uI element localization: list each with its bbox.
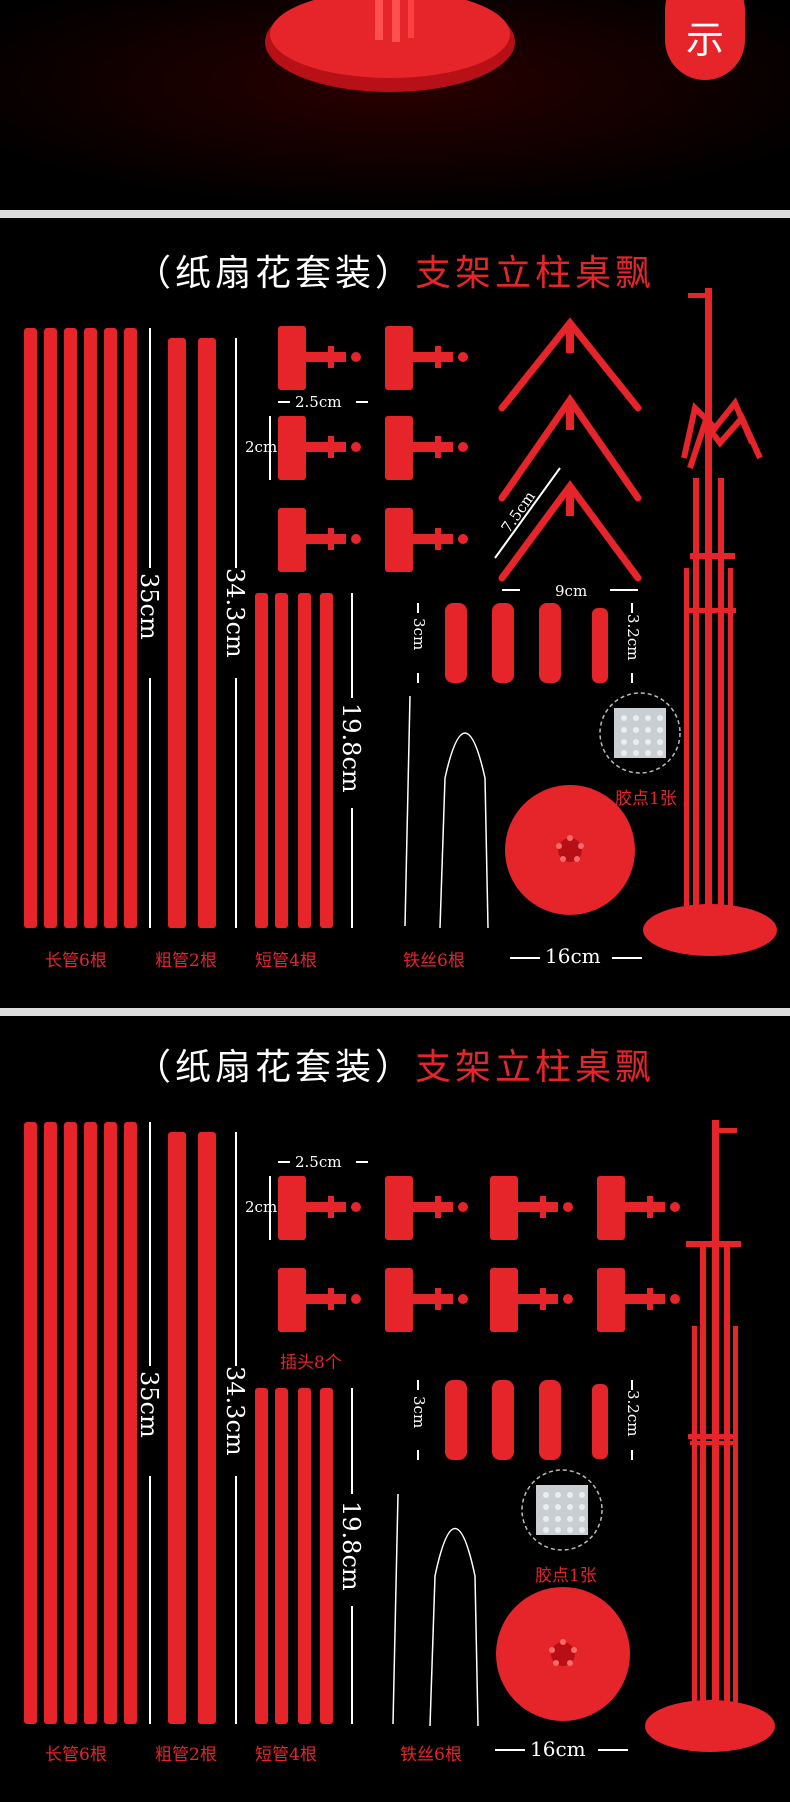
base-dim: 16cm: [545, 944, 601, 968]
top-photo-strip: 示: [0, 0, 790, 210]
plugs-label: 插头8个: [280, 1353, 342, 1373]
short-tube: [320, 593, 333, 928]
stand-base-photo: [0, 0, 790, 210]
panel-1-title: （纸扇花套装）支架立柱桌飘: [134, 253, 656, 294]
wire-label: 铁丝6根: [403, 951, 465, 971]
connector-dim-a: 3cm: [410, 1396, 428, 1429]
connector-dim-b: 3.2cm: [624, 614, 642, 661]
panel-2-title: （纸扇花套装）支架立柱桌飘: [134, 1047, 656, 1088]
connector-dim-a: 3cm: [410, 618, 428, 651]
long-tube: [104, 328, 117, 928]
panel-2: （纸扇花套装）支架立柱桌飘: [0, 1016, 790, 1802]
plug-height-dim: 2cm: [245, 1198, 278, 1216]
short-tube: [255, 593, 268, 928]
connector-dim-b: 3.2cm: [624, 1390, 642, 1437]
long-tube-dim: 35cm: [135, 573, 163, 640]
glue-label: 胶点1张: [535, 1566, 597, 1586]
thick-tubes-label: 粗管2根: [155, 951, 217, 971]
divider: [0, 210, 790, 218]
thick-tubes-label: 粗管2根: [155, 1745, 217, 1765]
short-tubes-label: 短管4根: [255, 1745, 317, 1765]
long-tube: [64, 328, 77, 928]
short-tube: [298, 593, 311, 928]
plug-width-dim: 2.5cm: [295, 393, 342, 411]
long-tube-dim: 35cm: [135, 1371, 163, 1438]
thick-tube-dim: 34.3cm: [221, 568, 249, 658]
long-tubes-label: 长管6根: [45, 1745, 107, 1765]
short-tubes-label: 短管4根: [255, 951, 317, 971]
long-tube: [124, 328, 137, 928]
short-tube: [275, 593, 288, 928]
long-tubes-label: 长管6根: [45, 951, 107, 971]
plug-width-dim: 2.5cm: [295, 1153, 342, 1171]
bracket-width-dim: 9cm: [555, 582, 588, 600]
panel-1-drawing: [24, 288, 777, 959]
wire-label: 铁丝6根: [400, 1745, 462, 1765]
panel-1: （纸扇花套装）支架立柱桌飘: [0, 218, 790, 1008]
thick-tube-dim: 34.3cm: [221, 1366, 249, 1456]
base-dim: 16cm: [530, 1737, 586, 1761]
plug-height-dim: 2cm: [245, 438, 278, 456]
panel-2-drawing: [24, 1120, 775, 1752]
top-badge: 示: [665, 0, 745, 80]
thick-tube: [198, 338, 216, 928]
long-tube: [24, 328, 37, 928]
divider: [0, 1008, 790, 1016]
long-tube: [44, 328, 57, 928]
short-tube-dim: 19.8cm: [337, 703, 365, 793]
long-tube: [84, 328, 97, 928]
thick-tube: [168, 338, 186, 928]
glue-label: 胶点1张: [615, 789, 677, 809]
short-tube-dim: 19.8cm: [337, 1501, 365, 1591]
